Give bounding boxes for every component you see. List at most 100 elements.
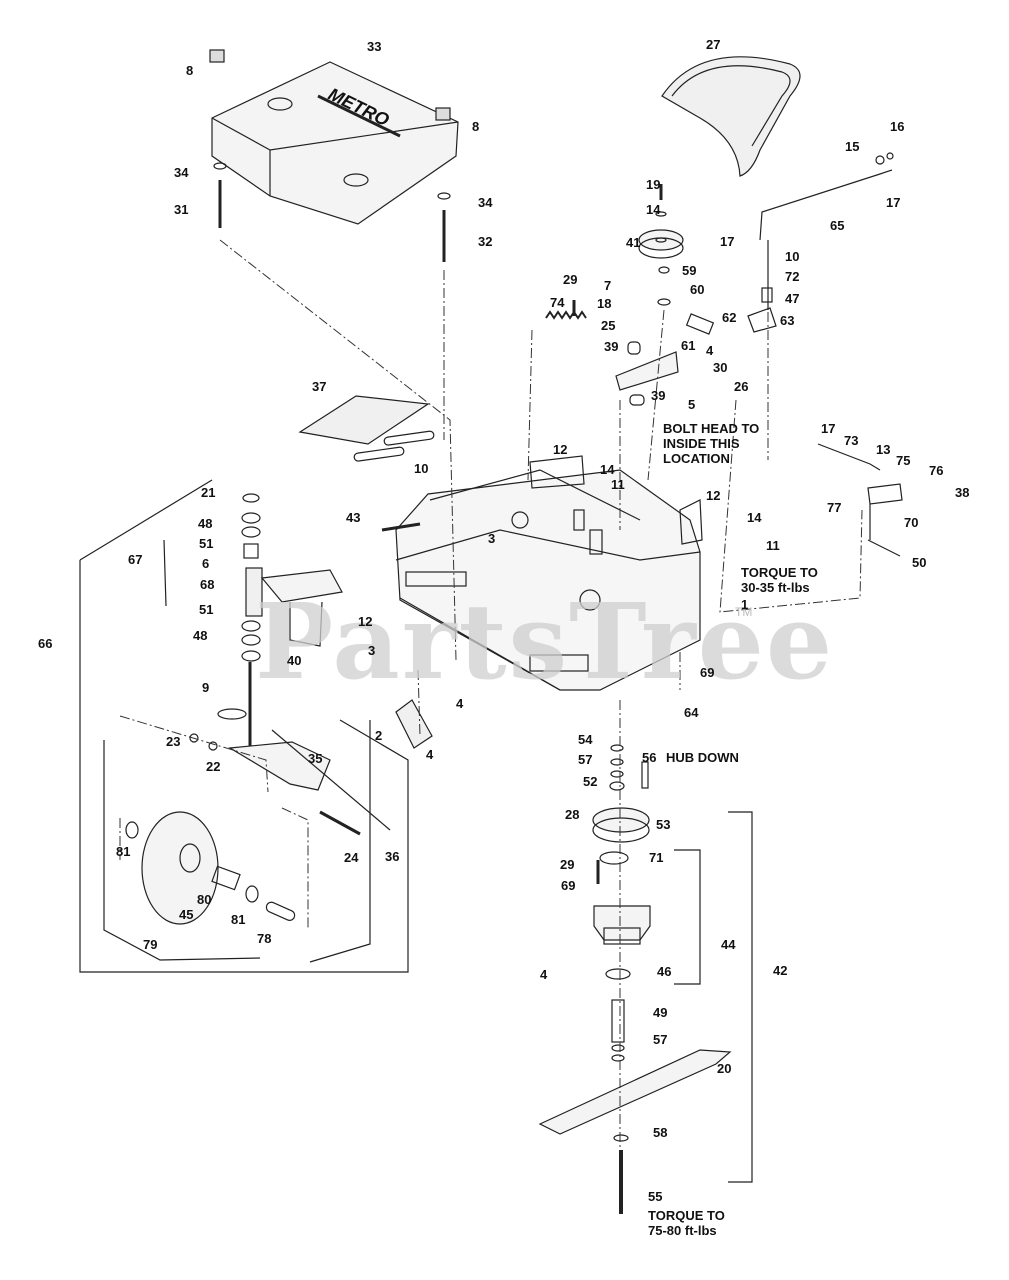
callout: 46: [657, 964, 672, 979]
callout: 25: [601, 318, 616, 333]
spring: [545, 310, 587, 320]
callout: 45: [179, 907, 194, 922]
callout: 10: [414, 461, 429, 476]
callout: 14: [747, 510, 762, 525]
callout: 50: [912, 555, 927, 570]
callout: 65: [830, 218, 845, 233]
callout: 75: [896, 453, 911, 468]
note-hub-down: HUB DOWN: [666, 750, 739, 765]
callout: 48: [193, 628, 208, 643]
callout: 10: [785, 249, 800, 264]
callout: 72: [785, 269, 800, 284]
callout: 42: [773, 963, 788, 978]
callout: 4: [456, 696, 464, 711]
callout: 71: [649, 850, 664, 865]
callout: 19: [646, 177, 661, 192]
mower-deck: [395, 469, 701, 691]
note-bolt-head: BOLT HEAD TO INSIDE THIS LOCATION: [663, 421, 760, 466]
callout: 4: [540, 967, 548, 982]
callout: 20: [717, 1061, 732, 1076]
callout: 47: [785, 291, 800, 306]
callout: 81: [231, 912, 246, 927]
callout: 35: [308, 751, 323, 766]
callout: 3: [368, 643, 376, 658]
callout: 74: [550, 295, 565, 310]
callout: 1: [741, 597, 749, 612]
callout: 32: [478, 234, 493, 249]
callout: 6: [202, 556, 210, 571]
note-torque-deck: TORQUE TO 30-35 ft-lbs: [741, 565, 818, 595]
callout: 11: [611, 477, 625, 492]
callout: 53: [656, 817, 671, 832]
callout: 64: [684, 705, 699, 720]
callout: 15: [845, 139, 860, 154]
callout: 23: [166, 734, 181, 749]
callout: 37: [312, 379, 327, 394]
callout: 51: [199, 602, 214, 617]
callout: 57: [578, 752, 593, 767]
callout: 4: [706, 343, 714, 358]
callout: 34: [478, 195, 493, 210]
callout: 22: [206, 759, 221, 774]
callout: 39: [604, 339, 619, 354]
callout: 17: [720, 234, 735, 249]
callout: 80: [197, 892, 212, 907]
note-torque-blade: TORQUE TO 75-80 ft-lbs: [648, 1208, 725, 1238]
callout: 5: [688, 397, 696, 412]
callout: 49: [653, 1005, 668, 1020]
callout: 17: [886, 195, 901, 210]
callout: 62: [722, 310, 737, 325]
callout: 57: [653, 1032, 668, 1047]
callout: 24: [344, 850, 359, 865]
callout: 78: [257, 931, 272, 946]
callout: 21: [201, 485, 216, 500]
baffle: [298, 395, 430, 445]
callout: 3: [488, 531, 496, 546]
callout: 8: [472, 119, 480, 134]
callout: 79: [143, 937, 158, 952]
callout: 29: [563, 272, 578, 287]
callout: 43: [346, 510, 361, 525]
callout: 77: [827, 500, 842, 515]
callout: 73: [844, 433, 859, 448]
callout: 11: [766, 538, 780, 553]
callout: 61: [681, 338, 696, 353]
callout: 7: [604, 278, 612, 293]
callout: 52: [583, 774, 598, 789]
callout: 18: [597, 296, 612, 311]
callout: 38: [955, 485, 970, 500]
callout: 39: [651, 388, 666, 403]
callout: 12: [706, 488, 721, 503]
watermark: PartsTree: [255, 580, 835, 703]
callout: 2: [375, 728, 383, 743]
callout: 54: [578, 732, 593, 747]
callout: 66: [38, 636, 53, 651]
callout: 69: [700, 665, 715, 680]
callout: 48: [198, 516, 213, 531]
spindle-assembly: [538, 744, 732, 1214]
callout: 34: [174, 165, 189, 180]
callout: 41: [626, 235, 641, 250]
callout: 60: [690, 282, 705, 297]
callout: 27: [706, 37, 721, 52]
callout: 40: [287, 653, 302, 668]
callout: 13: [876, 442, 891, 457]
callout: 36: [385, 849, 400, 864]
control-rod: [759, 169, 893, 241]
callout: 4: [426, 747, 434, 762]
callout: 17: [821, 421, 836, 436]
callout: 12: [358, 614, 373, 629]
callout: 56: [642, 750, 657, 765]
callout: 69: [561, 878, 576, 893]
callout: 51: [199, 536, 214, 551]
callout: 70: [904, 515, 919, 530]
callout: 67: [128, 552, 143, 567]
callout: 55: [648, 1189, 663, 1204]
caster-wheel: [125, 811, 296, 925]
belt: [661, 56, 801, 177]
callout: 28: [565, 807, 580, 822]
callout: 33: [367, 39, 382, 54]
callout: 9: [202, 680, 210, 695]
callout: 63: [780, 313, 795, 328]
